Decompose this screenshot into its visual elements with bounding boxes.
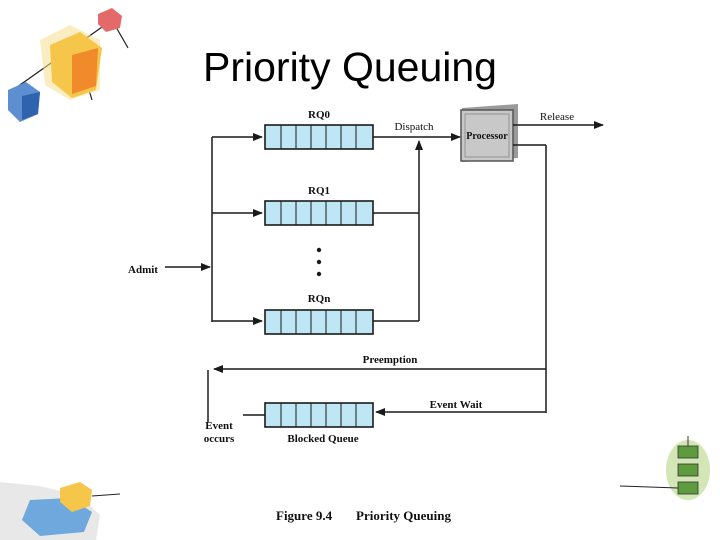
rq0-label: RQ0 [308,109,331,121]
admit-label: Admit [128,264,158,276]
queue-ellipsis [316,247,322,277]
blocked-queue-label: Blocked Queue [287,433,358,445]
queue-rq0 [264,124,374,150]
decorative-stack-clipart [619,436,710,500]
release-label: Release [540,111,574,123]
queue-rq1 [264,200,374,226]
preemption-label: Preemption [363,354,418,366]
decorative-cubes-clipart [8,8,129,122]
processor-label: Processor [466,131,508,142]
processor-box [460,104,518,162]
rq1-label: RQ1 [308,185,330,197]
rqn-label: RQn [308,293,331,305]
figure-number: Figure 9.4 [276,508,333,523]
dispatch-label: Dispatch [394,121,434,133]
queue-rqn [264,309,374,335]
figure-caption: Priority Queuing [356,508,451,523]
event-wait-label: Event Wait [430,399,483,411]
event-occurs-label-2: occurs [204,433,235,445]
event-occurs-label-1: Event [205,420,233,432]
slide-title: Priority Queuing [203,44,497,90]
decorative-hand-clipart [0,482,121,540]
queue-blocked [264,402,374,428]
